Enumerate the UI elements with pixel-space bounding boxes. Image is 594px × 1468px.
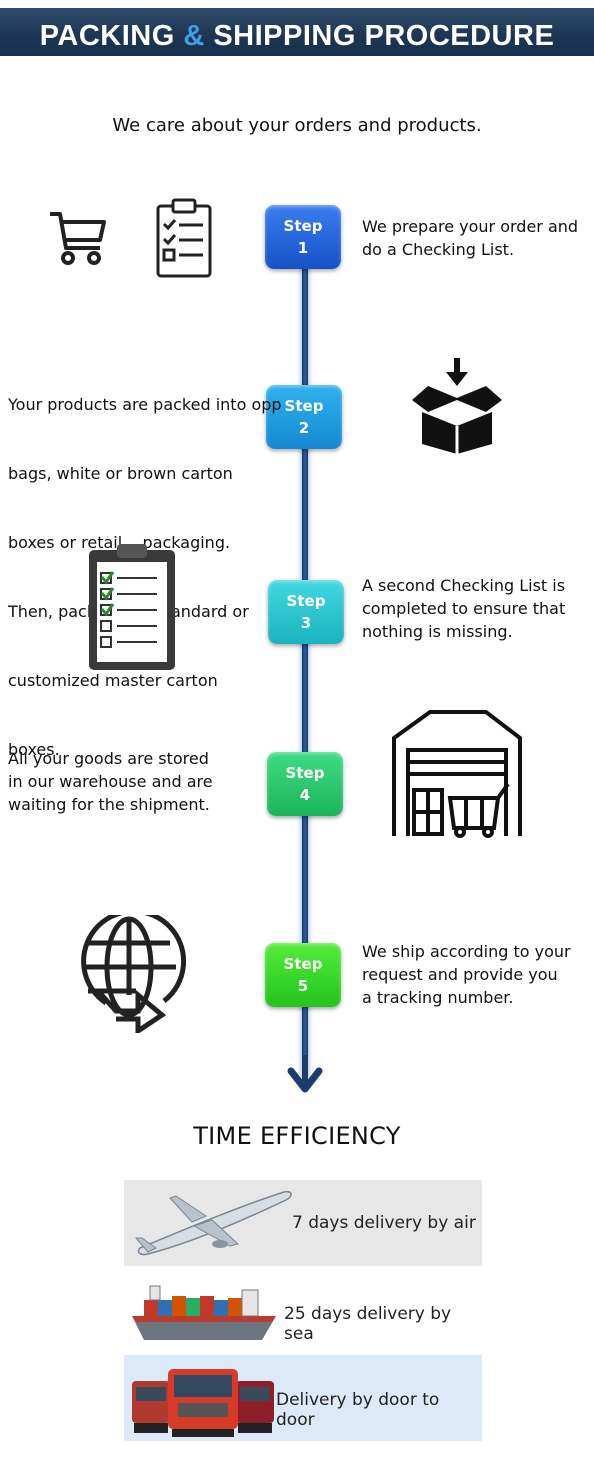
title-part-packing: PACKING [39,20,175,52]
checklist-clipboard-icon [89,544,175,670]
delivery-air-row: 7 days delivery by air [124,1180,482,1266]
step-5-line: We ship according to your [362,942,571,961]
title-part-shipping: SHIPPING PROCEDURE [213,20,555,52]
step-number: 4 [299,786,311,804]
delivery-air-label: 7 days delivery by air [292,1213,476,1233]
step-number: 1 [297,239,309,257]
step-3-badge: Step 3 [268,580,344,644]
step-word: Step [283,955,323,973]
timeline-line [302,250,308,1080]
delivery-sea-label: 25 days delivery by sea [284,1304,452,1344]
step-2-text: Your products are packed into opp bags, … [8,347,282,784]
step-word: Step [283,217,323,235]
step-1-badge: Step 1 [265,205,341,269]
step-3-line: nothing is missing. [362,622,513,641]
step-number: 2 [298,419,310,437]
timeline-arrow-icon [287,1055,323,1093]
delivery-door-label: Delivery by door to door [276,1390,440,1430]
step-5-badge: Step 5 [265,943,341,1007]
shopping-cart-icon [50,212,106,265]
step-1-line: We prepare your order and [362,217,579,236]
step-number: 3 [300,614,312,632]
step-2-line: boxes or retail packaging. [8,533,231,552]
airplane-icon [134,1190,292,1256]
step-1-text: We prepare your order and do a Checking … [362,215,578,261]
step-4-line: in our warehouse and are [8,772,213,791]
step-5-text: We ship according to your request and pr… [362,940,571,1009]
step-4-badge: Step 4 [267,752,343,816]
step-2-line: bags, white or brown carton [8,464,233,483]
step-2-badge: Step 2 [266,385,342,449]
cargo-ship-icon [132,1285,276,1340]
clipboard-checklist-icon [156,198,212,278]
globe-arrow-icon [81,915,186,1033]
step-2-line: boxes. [8,740,60,759]
title-ampersand: & [183,20,205,52]
step-word: Step [284,397,324,415]
warehouse-icon [392,710,522,838]
delivery-door-row: Delivery by door to door [124,1355,482,1441]
time-efficiency-title: TIME EFFICIENCY [193,1122,401,1150]
step-word: Step [285,764,325,782]
step-word: Step [286,592,326,610]
step-4-line: waiting for the shipment. [8,795,210,814]
intro-text: We care about your orders and products. [112,115,482,136]
step-3-line: A second Checking List is [362,576,566,595]
step-4-line: All your goods are stored [8,749,209,768]
step-5-line: request and provide you [362,965,558,984]
step-2-line: customized master carton [8,671,218,690]
open-box-icon [412,358,502,454]
header-banner: PACKING & SHIPPING PROCEDURE [0,8,594,56]
step-5-line: a tracking number. [362,988,514,1007]
delivery-sea-row: 25 days delivery by sea [124,1270,482,1356]
step-3-line: completed to ensure that [362,599,566,618]
step-1-line: do a Checking List. [362,240,515,259]
step-4-text: All your goods are stored in our warehou… [8,747,213,816]
page-title: PACKING & SHIPPING PROCEDURE [0,20,594,53]
trucks-icon [132,1369,274,1437]
step-2-line: Your products are packed into opp [8,395,282,414]
step-number: 5 [297,977,309,995]
step-3-text: A second Checking List is completed to e… [362,574,565,643]
